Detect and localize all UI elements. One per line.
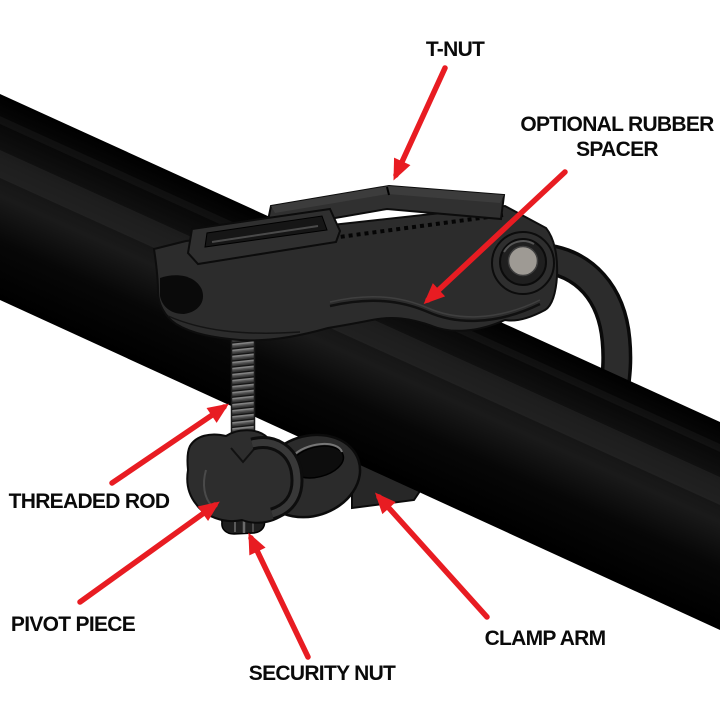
label-optional-rubber-spacer-line1: OPTIONAL RUBBER bbox=[520, 113, 714, 136]
callout-arrows bbox=[77, 65, 568, 660]
label-clamp-arm: CLAMP ARM bbox=[484, 627, 607, 650]
label-t-nut: T-NUT bbox=[425, 38, 485, 61]
label-threaded-rod: THREADED ROD bbox=[8, 490, 170, 513]
t-nut-plate-topface bbox=[271, 186, 504, 213]
pivot-ring-rim-highlight bbox=[292, 442, 343, 457]
t-nut-slot-mark bbox=[386, 186, 390, 196]
clamp-arm-upper bbox=[524, 242, 633, 408]
label-optional-rubber-spacer-line2: SPACER bbox=[576, 138, 658, 161]
pin-head bbox=[507, 245, 539, 277]
arrow-security-nut bbox=[248, 532, 311, 660]
body-bottom-lip bbox=[167, 315, 301, 334]
rod-saddle-groove bbox=[230, 447, 256, 464]
jaw-notch bbox=[160, 275, 204, 314]
crossbar-highlight-streak bbox=[0, 150, 720, 505]
arrow-pivot-piece bbox=[77, 501, 220, 605]
label-security-nut: SECURITY NUT bbox=[248, 662, 396, 685]
pin-ring-highlight bbox=[503, 240, 535, 253]
label-pivot-piece: PIVOT PIECE bbox=[10, 613, 136, 636]
pivot-piece-shape bbox=[186, 429, 304, 524]
hinge-pin bbox=[491, 231, 555, 295]
arrow-threaded-rod bbox=[109, 403, 229, 486]
arrow-optional-rubber-spacer bbox=[423, 169, 568, 305]
pivot-front-band bbox=[251, 439, 301, 518]
clamp-body bbox=[152, 184, 559, 342]
rubber-spacer-seam bbox=[329, 299, 541, 323]
arrow-t-nut bbox=[393, 65, 448, 181]
tray-recess-floor bbox=[211, 225, 319, 243]
arrow-clamp-arm bbox=[374, 492, 490, 620]
label-optional-rubber-spacer: OPTIONAL RUBBER SPACER bbox=[520, 112, 714, 162]
